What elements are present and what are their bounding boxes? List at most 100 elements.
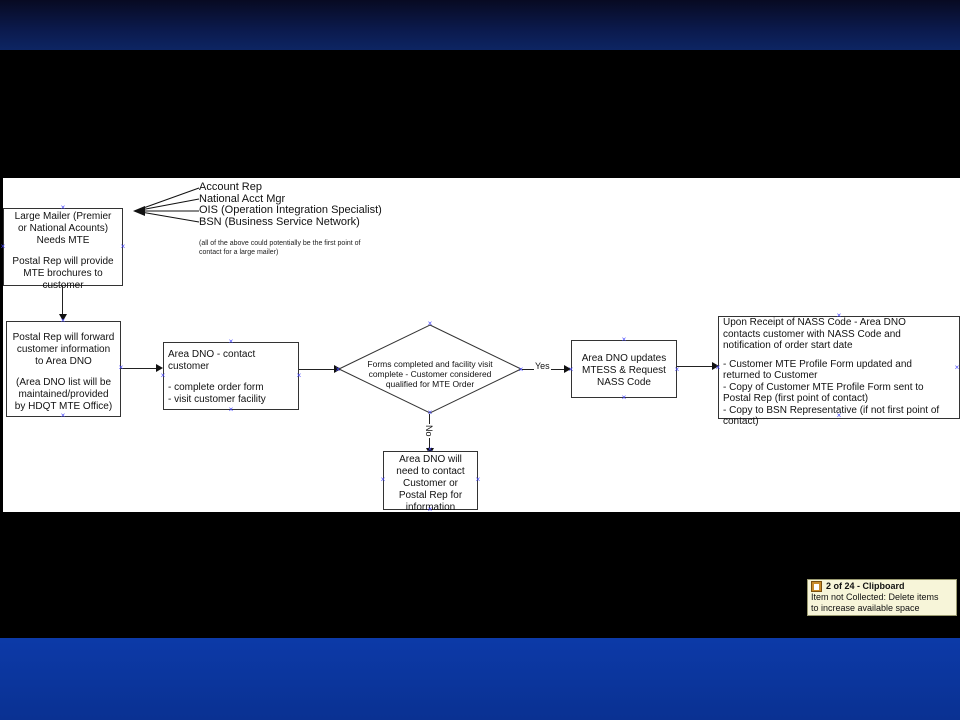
box-text: customer bbox=[168, 361, 210, 372]
handle-mark: × bbox=[120, 242, 126, 251]
box-text: to Area DNO bbox=[35, 356, 92, 367]
clipboard-icon bbox=[811, 581, 822, 592]
box-text: NASS Code bbox=[597, 377, 651, 388]
reference-list: Account Rep National Acct Mgr OIS (Opera… bbox=[199, 181, 382, 228]
box-text: contacts customer with NASS Code and bbox=[723, 328, 901, 340]
handle-mark: × bbox=[715, 363, 721, 372]
arrow-head bbox=[59, 314, 67, 321]
reference-item: Account Rep bbox=[199, 181, 262, 193]
box-text: MTESS & Request bbox=[582, 365, 666, 376]
arrow-head bbox=[156, 364, 163, 372]
box-text: Postal Rep (first point of contact) bbox=[723, 393, 869, 404]
box-text: by HDQT MTE Office) bbox=[14, 401, 113, 412]
box-area-dno-contact: Area DNO - contact customer - complete o… bbox=[163, 342, 299, 410]
decision-diamond bbox=[338, 324, 522, 414]
handle-mark: × bbox=[674, 365, 680, 374]
box-text: Customer or bbox=[402, 478, 458, 489]
handle-mark: × bbox=[568, 365, 574, 374]
box-text: returned to Customer bbox=[723, 370, 818, 381]
box-text: Large Mailer (Premier bbox=[14, 211, 112, 222]
handle-mark: × bbox=[60, 411, 66, 420]
clipboard-message: Item not Collected: Delete items to incr… bbox=[811, 592, 953, 614]
box-text: Postal Rep will forward bbox=[12, 332, 115, 343]
box-text: - visit customer facility bbox=[168, 394, 266, 405]
decision-line: complete - Customer considered bbox=[368, 369, 492, 379]
handle-mark: × bbox=[427, 445, 433, 454]
box-text: customer information bbox=[16, 344, 111, 355]
box-text: Area DNO updates bbox=[581, 353, 667, 364]
box-text: or National Acounts) bbox=[17, 223, 109, 234]
box-text: MTE brochures to bbox=[23, 268, 103, 279]
handle-mark: × bbox=[475, 475, 481, 484]
handle-mark: × bbox=[296, 371, 302, 380]
connector bbox=[62, 286, 63, 316]
handle-mark: × bbox=[427, 319, 433, 328]
box-contact-customer: Area DNO will need to contact Customer o… bbox=[383, 451, 478, 513]
handle-mark: × bbox=[518, 365, 524, 374]
handle-mark: × bbox=[621, 335, 627, 344]
reference-arrows bbox=[133, 187, 200, 223]
box-text: maintained/provided bbox=[18, 389, 109, 400]
handle-mark: × bbox=[60, 203, 66, 212]
slide-top-band bbox=[0, 0, 960, 50]
box-text: Area DNO - contact bbox=[168, 349, 256, 360]
handle-mark: × bbox=[954, 363, 960, 372]
reference-item: National Acct Mgr bbox=[199, 192, 286, 205]
flowchart-image: Account Rep National Acct Mgr OIS (Opera… bbox=[0, 178, 960, 514]
reference-item: BSN (Business Service Network) bbox=[199, 215, 360, 228]
box-nass-receipt: Upon Receipt of NASS Code - Area DNO con… bbox=[718, 316, 960, 427]
handle-mark: × bbox=[836, 311, 842, 320]
box-text: - Copy of Customer MTE Profile Form sent… bbox=[723, 381, 924, 393]
decision-text: Forms completed and facility visit compl… bbox=[351, 359, 509, 389]
box-text: Needs MTE bbox=[36, 235, 90, 246]
connector bbox=[299, 369, 337, 370]
reference-item: OIS (Operation Integration Specialist) bbox=[199, 204, 382, 216]
handle-mark: × bbox=[118, 363, 124, 372]
handle-mark: × bbox=[60, 316, 66, 325]
box-text: (Area DNO list will be bbox=[15, 377, 112, 388]
box-text: Area DNO will bbox=[399, 454, 462, 465]
arrow-head bbox=[334, 365, 341, 373]
reference-note: (all of the above could potentially be t… bbox=[199, 239, 361, 257]
handle-mark: × bbox=[160, 371, 166, 380]
handle-mark: × bbox=[621, 393, 627, 402]
box-text: Upon Receipt of NASS Code - Area DNO bbox=[723, 317, 906, 328]
decision-line: Forms completed and facility visit bbox=[367, 359, 493, 369]
connector bbox=[677, 366, 715, 367]
slide-bottom-band bbox=[0, 638, 960, 720]
box-text: notification of order start date bbox=[723, 340, 853, 351]
clipboard-title-row: 2 of 24 - Clipboard bbox=[811, 581, 953, 592]
handle-mark: × bbox=[335, 365, 341, 374]
handle-mark: × bbox=[380, 475, 386, 484]
box-text: need to contact bbox=[396, 466, 465, 477]
handle-mark: × bbox=[836, 411, 842, 420]
note-line: (all of the above could potentially be t… bbox=[199, 240, 361, 247]
box-update-mtess: Area DNO updates MTESS & Request NASS Co… bbox=[571, 340, 677, 398]
box-text: - complete order form bbox=[168, 382, 264, 393]
box-text: contact) bbox=[723, 416, 759, 427]
box-text: Postal Rep for bbox=[398, 490, 463, 501]
note-line: contact for a large mailer) bbox=[199, 249, 279, 256]
handle-mark: × bbox=[427, 408, 433, 417]
box-large-mailer: Large Mailer (Premier or National Acount… bbox=[3, 208, 123, 291]
handle-mark: × bbox=[228, 405, 234, 414]
box-text: - Copy to BSN Representative (if not fir… bbox=[723, 404, 940, 416]
connector bbox=[121, 368, 159, 369]
box-postal-rep-forward: Postal Rep will forward customer informa… bbox=[6, 321, 121, 417]
handle-mark: × bbox=[228, 337, 234, 346]
clipboard-message-line: to increase available space bbox=[811, 603, 920, 613]
arrow-head bbox=[564, 365, 571, 373]
decision-line: qualified for MTE Order bbox=[385, 379, 475, 389]
box-text: customer bbox=[42, 280, 84, 291]
box-text: Postal Rep will provide bbox=[12, 256, 114, 267]
box-text: information bbox=[405, 502, 456, 513]
clipboard-notification[interactable]: 2 of 24 - Clipboard Item not Collected: … bbox=[807, 579, 957, 616]
box-text: - Customer MTE Profile Form updated and bbox=[723, 358, 912, 370]
yes-label: Yes bbox=[534, 361, 551, 371]
handle-mark: × bbox=[427, 505, 433, 514]
no-label: No bbox=[424, 424, 434, 438]
handle-mark: × bbox=[0, 242, 6, 251]
arrow-head bbox=[712, 362, 719, 370]
clipboard-title: 2 of 24 - Clipboard bbox=[826, 581, 905, 591]
clipboard-message-line: Item not Collected: Delete items bbox=[811, 592, 939, 602]
